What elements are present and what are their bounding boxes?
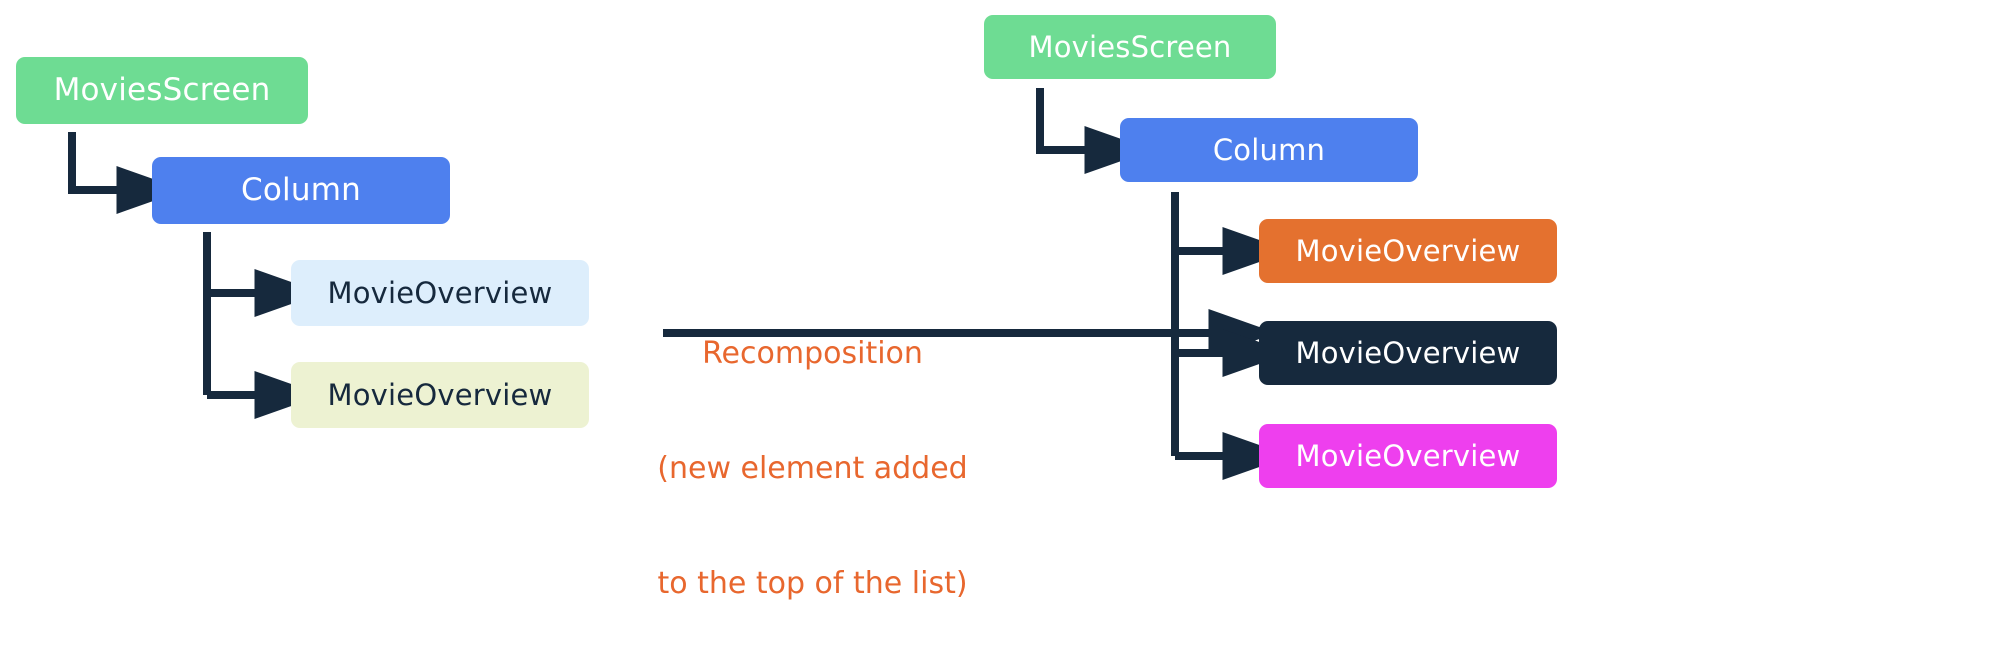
node-movie-overview-before-1[interactable]: MovieOverview [291, 260, 589, 326]
node-movie-overview-after-3[interactable]: MovieOverview [1259, 424, 1557, 488]
recomposition-line-2: (new element added [657, 450, 968, 486]
node-movies-screen-after[interactable]: MoviesScreen [984, 15, 1276, 79]
node-label: Column [241, 172, 361, 208]
node-movies-screen-before[interactable]: MoviesScreen [16, 57, 308, 124]
node-movie-overview-before-2[interactable]: MovieOverview [291, 362, 589, 428]
node-column-after[interactable]: Column [1120, 118, 1418, 182]
node-label: MoviesScreen [1028, 29, 1232, 64]
recomposition-line-3: to the top of the list) [657, 566, 968, 602]
node-label: MoviesScreen [53, 72, 271, 108]
edge-column-to-overviews-left [203, 232, 323, 419]
edge-column-to-overviews-right [1171, 192, 1291, 480]
node-label: MovieOverview [1295, 233, 1521, 268]
node-label: MovieOverview [327, 377, 553, 412]
node-label: Column [1212, 132, 1326, 167]
node-label: MovieOverview [1295, 335, 1521, 370]
recomposition-line-1: Recomposition [702, 335, 923, 371]
node-column-before[interactable]: Column [152, 157, 450, 224]
edge-movies-screen-to-column-right [1036, 88, 1153, 174]
node-movie-overview-after-2[interactable]: MovieOverview [1259, 321, 1557, 385]
node-label: MovieOverview [1295, 438, 1521, 473]
node-movie-overview-after-1[interactable]: MovieOverview [1259, 219, 1557, 283]
recomposition-label: Recomposition (new element added to the … [645, 258, 980, 648]
node-label: MovieOverview [327, 275, 553, 310]
edge-movies-screen-to-column-left [68, 132, 185, 214]
